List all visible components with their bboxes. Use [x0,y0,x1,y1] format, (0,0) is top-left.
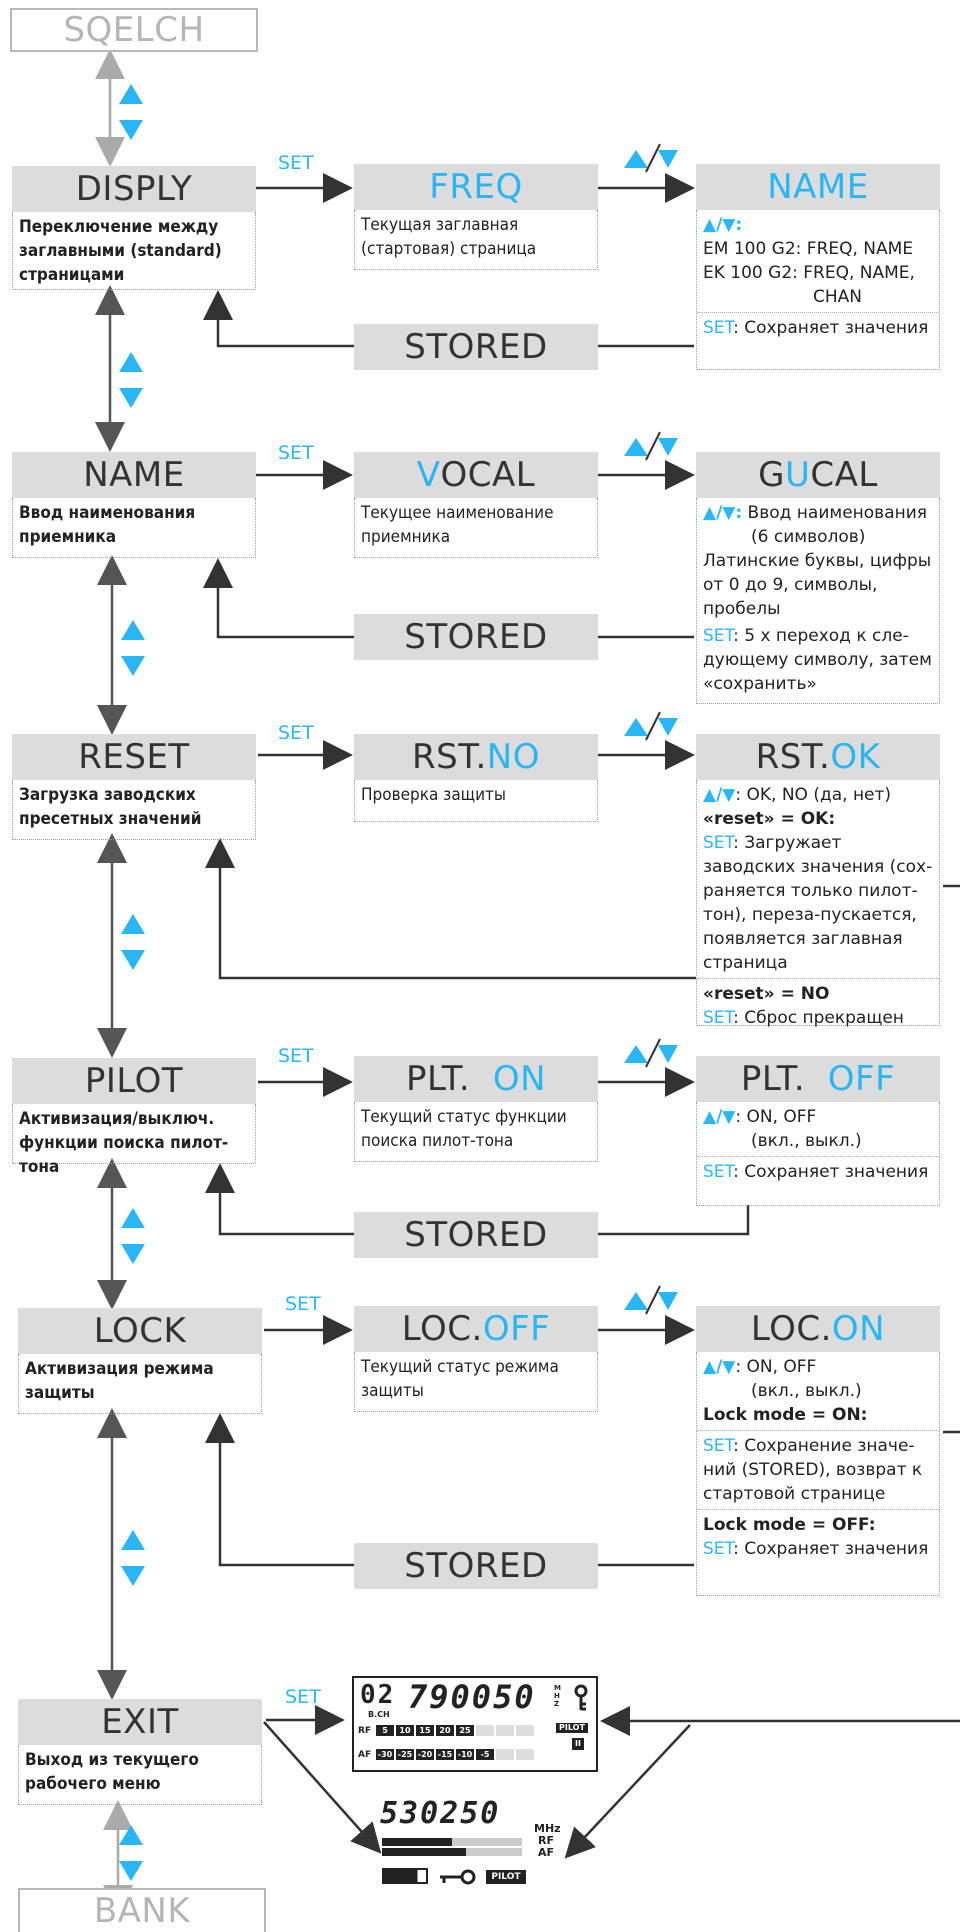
up-down-arrows-icon [121,620,145,676]
name-option-panel: ▲/▼: Ввод наименования (6 символов) Лати… [696,498,940,704]
af-meter-cell: -5 [476,1749,494,1760]
key-icon [438,1868,478,1891]
lock-description: Активизация режима защиты [18,1354,262,1414]
exit-menu-item[interactable]: EXIT [18,1699,262,1745]
display-current-value: FREQ [354,164,598,210]
stored-label: STORED [354,324,598,370]
pilot-description: Активизация/выключ. функции поиска пилот… [12,1104,256,1177]
set-label: SET [278,1045,314,1067]
stored-label: STORED [354,614,598,660]
pilot-current-description: Текущий статус функции поиска пилот-тона [354,1102,598,1162]
rf-meter-cell: 5 [376,1725,394,1736]
up-down-arrows-icon [121,1530,145,1586]
display-option-value: NAME [696,164,940,210]
exit-description: Выход из текущего рабочего меню [18,1745,262,1805]
display-menu-item[interactable]: DISPLY [12,166,256,212]
set-label: SET [278,152,314,174]
name-current-description: Текущее наименование приемника [354,498,598,558]
key-icon [572,1684,590,1717]
name-menu-item[interactable]: NAME [12,452,256,498]
mhz-label: M H Z [554,1684,561,1708]
stored-label: STORED [354,1543,598,1589]
reset-description: Загрузка заводских пресетных значений [12,780,256,840]
display-description: Переключение между заглавными (standard)… [12,212,256,290]
af-meter-cell [516,1749,534,1760]
pilot-indicator: PILOT [486,1870,526,1884]
bank-channel-number: 02 [360,1680,396,1710]
pilot-option-panel: ▲/▼: ON, OFF (вкл., выкл.) SET: Сохраняе… [696,1102,940,1206]
name-description: Ввод наименования приемника [12,498,256,558]
reset-option-value: RST. OK [696,734,940,780]
up-down-arrows-icon [119,352,143,408]
rf-meter-cell [516,1725,534,1736]
up-down-arrows-icon [119,84,143,140]
af-meter-cell [496,1749,514,1760]
up-slash-down-icon [620,140,680,181]
lock-option-value: LOC.ON [696,1306,940,1352]
sqelch-menu-item[interactable]: SQELCH [10,8,258,52]
display-current-description: Текущая заглавная (стартовая) страница [354,210,598,270]
bank-channel-label: B.CH [368,1710,390,1719]
set-label: SET [285,1293,321,1315]
reset-menu-item[interactable]: RESET [12,734,256,780]
af-meter-cell: -20 [416,1749,434,1760]
pilot-option-value: PLT. OFF [696,1056,940,1102]
reset-current-description: Проверка защиты [354,780,598,822]
lock-option-panel: ▲/▼: ON, OFF (вкл., выкл.) Lock mode = O… [696,1352,940,1596]
af-meter-cell: -10 [456,1749,474,1760]
up-slash-down-icon [620,708,680,749]
lock-current-value: LOC.OFF [354,1306,598,1352]
af-meter-cell: -15 [436,1749,454,1760]
lock-menu-item[interactable]: LOCK [18,1308,262,1354]
rf-meter-cell [496,1725,514,1736]
rf-meter-cell: 15 [416,1725,434,1736]
af-meter-cell: -30 [376,1749,394,1760]
pilot-menu-item[interactable]: PILOT [12,1058,256,1104]
bank-menu-item[interactable]: BANK [18,1888,266,1932]
af-meter-cell: -25 [396,1749,414,1760]
battery-icon [382,1868,428,1884]
af-label: AF [358,1750,372,1760]
mhz-label: MHz [534,1822,561,1835]
rf-meter-cell [476,1725,494,1736]
bank-indicator: II [572,1738,584,1750]
set-label: SET [278,722,314,744]
transmitter-lcd-display: 530250 MHz RF AF PILOT [378,1796,570,1892]
rf-label: RF [358,1726,372,1736]
af-meter-bar [382,1848,522,1856]
set-label: SET [285,1686,321,1708]
af-label: AF [538,1846,555,1859]
up-slash-down-icon [620,1035,680,1076]
receiver-lcd-display: 02 B.CH 790050 M H Z RF AF 5 10 15 20 25… [352,1676,598,1772]
frequency-readout: 530250 [380,1796,501,1831]
reset-current-value: RST. NO [354,734,598,780]
pilot-indicator: PILOT [556,1723,588,1733]
rf-meter-cell: 20 [436,1725,454,1736]
rf-meter-bar [382,1838,522,1846]
stored-label: STORED [354,1212,598,1258]
up-slash-down-icon [620,428,680,469]
lock-current-description: Текущий статус режима защиты [354,1352,598,1412]
display-option-panel: ▲/▼: EM 100 G2: FREQ, NAME EK 100 G2: FR… [696,210,940,370]
reset-option-panel: ▲/▼: OK, NO (да, нет) «reset» = OK: SET:… [696,780,940,1028]
up-down-arrows-icon [121,914,145,970]
pilot-current-value: PLT. ON [354,1056,598,1102]
frequency-readout: 790050 [408,1678,536,1716]
rf-meter-cell: 10 [396,1725,414,1736]
set-label: SET [278,442,314,464]
rf-meter-cell: 25 [456,1725,474,1736]
up-down-arrows-icon [121,1208,145,1264]
up-down-arrows-icon [119,1825,143,1881]
up-slash-down-icon [620,1282,680,1323]
rf-label: RF [538,1834,554,1847]
